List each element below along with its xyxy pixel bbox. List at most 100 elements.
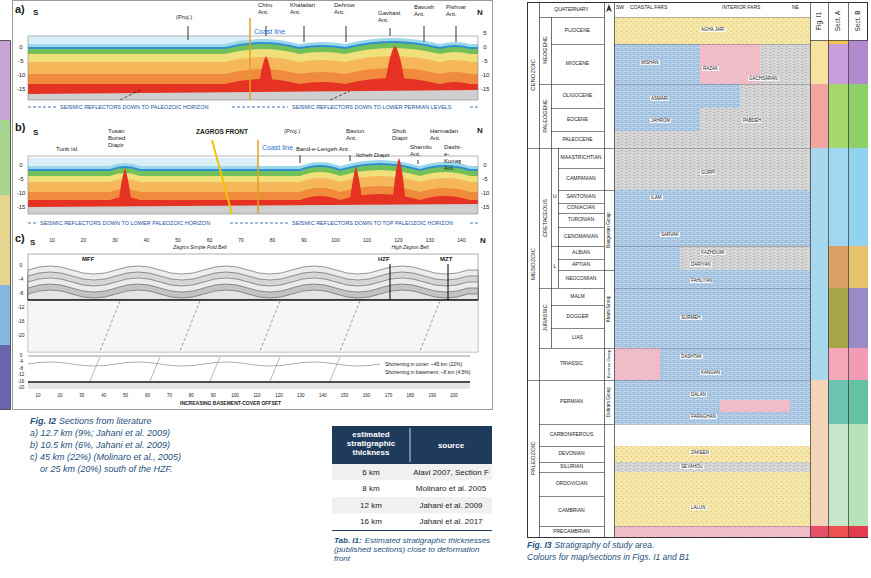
coast-line-label: Coast line	[254, 28, 285, 36]
section-a-drawing-part	[28, 56, 478, 100]
table-cell: 16 km	[332, 517, 410, 526]
table-cell: Molinaro et al. 2005	[410, 484, 492, 493]
formation-label: SURMEH	[680, 315, 702, 320]
formation-label: FAHLIYAN	[690, 278, 713, 283]
caption-text: Estimated stratigraphic thicknesses (pub…	[334, 536, 490, 563]
section-b-drawing-part	[257, 140, 259, 214]
figure-number: Fig. I3	[527, 540, 552, 550]
place-label: Tunb Isl.	[56, 146, 79, 152]
stage-label: EOCENE	[567, 116, 588, 122]
stage-label: CAMPANIAN	[566, 176, 595, 182]
depth-tick: -20	[17, 332, 24, 338]
direction-label: N	[477, 126, 483, 135]
map-edge-part	[0, 195, 10, 285]
caption-text: a) 12.7 km (9%; Jahani et al. 2009)	[30, 428, 170, 438]
group-label: Dehram Group	[606, 387, 611, 417]
table-header: source	[410, 441, 492, 450]
distance-tick: 100	[231, 393, 239, 398]
anticline-label: Bavion Ant.	[346, 128, 364, 141]
section-c-drawing-part	[28, 362, 380, 366]
caption-text: Sections from literature	[59, 416, 152, 426]
distance-tick: 50	[175, 237, 181, 243]
depth-tick: -4	[19, 359, 23, 364]
distance-tick: 100	[331, 238, 339, 244]
belt-label: High Zagros Belt	[391, 245, 428, 251]
stratigraphy-chart-part	[660, 348, 810, 380]
seismic-note: SEISMIC REFLECTORS DOWN TO LOWER PALEOZO…	[40, 220, 210, 226]
section-c-drawing-part	[28, 272, 478, 300]
depth-tick: -10	[481, 190, 490, 197]
panel-letter: b)	[15, 121, 25, 133]
diapir-label: Itcheh Diapir	[356, 152, 390, 159]
section-b-drawing-part	[392, 158, 406, 206]
stage-label: CONIACIAN	[567, 204, 595, 210]
stratigraphy-chart-part	[810, 526, 828, 537]
epoch-label: U	[553, 194, 557, 200]
stratigraphy-chart-part	[810, 380, 828, 526]
distance-tick: 30	[112, 237, 118, 243]
depth-tick: 0	[19, 44, 22, 50]
thickness-table-part	[410, 428, 411, 462]
stratigraphy-chart-part	[848, 348, 868, 380]
table-header: estimated stratigraphic thickness	[332, 430, 410, 458]
thickness-table-part	[332, 426, 492, 464]
stage-label: MAASTRICHTIAN	[561, 155, 602, 161]
stratigraphy-chart-part	[828, 288, 848, 348]
stratigraphy-chart-part	[848, 40, 868, 84]
stratigraphy-chart-part	[614, 190, 810, 246]
epoch-label: L	[553, 263, 556, 269]
distance-tick: 200	[450, 393, 458, 398]
depth-tick: 0	[20, 262, 23, 268]
stage-label: TURONIAN	[568, 217, 594, 223]
stage-label: MIOCENE	[566, 60, 589, 66]
table-cell: 16 km	[360, 517, 382, 526]
stratigraphy-chart-part	[614, 526, 810, 537]
stage-label: ORDOVICIAN	[556, 480, 588, 486]
caption-text: Stratigraphy of study area.	[555, 540, 655, 550]
section-c-drawing-part	[28, 356, 470, 357]
distance-tick: 50	[123, 393, 128, 398]
stage-label: NEOCOMIAN	[566, 275, 597, 281]
section-a-drawing-part	[28, 36, 478, 100]
depth-tick: 0	[483, 44, 486, 51]
direction-label: N	[480, 236, 486, 245]
formation-label: ILAM	[650, 195, 663, 200]
panel-letter: a)	[15, 3, 25, 15]
stratigraphy-chart-part	[810, 148, 828, 380]
stage-label: CARBONIFEROUS	[550, 432, 594, 438]
column-header: COASTAL FARS	[630, 5, 667, 11]
distance-tick: 20	[57, 393, 62, 398]
map-edge-part	[0, 40, 10, 120]
stage-label: OLIGOCENE	[563, 92, 593, 98]
stage-label: DOGGER	[566, 314, 588, 320]
stage-label: CONIACIAN	[567, 205, 595, 211]
fault-label: MZT	[440, 256, 452, 263]
stage-label: SILURIAN	[560, 463, 583, 469]
distance-tick: 20	[81, 238, 87, 244]
table-cell: 6 km	[362, 468, 379, 477]
section-a-drawing	[28, 18, 478, 107]
stratigraphy-chart-part	[828, 148, 848, 246]
formation-label: PABDEH	[742, 118, 762, 123]
group-label: Bangestan Group	[606, 212, 611, 247]
thickness-table-part	[332, 497, 492, 514]
section-b-drawing-part	[28, 156, 478, 214]
column-header: Fig. I1	[815, 12, 822, 30]
section-b-drawing-part	[212, 140, 232, 214]
depth-tick: -20	[17, 333, 24, 339]
fault-label: MFF	[82, 256, 94, 263]
anticline-label: Bavush Ant.	[414, 4, 434, 17]
front-label: ZAGROS FRONT	[196, 128, 248, 135]
map-edge-part	[0, 120, 10, 195]
distance-tick: 110	[363, 237, 371, 243]
anticline-label: Chiru Ant.	[258, 2, 272, 15]
anticline-label: Khalatlari Ant.	[290, 2, 315, 15]
stratigraphy-chart-part	[828, 44, 848, 84]
column-header: COASTAL FARS	[630, 4, 667, 10]
formation-label: DALAN	[690, 392, 707, 397]
distance-tick: 70	[167, 393, 172, 398]
depth-tick: 0	[483, 162, 486, 168]
figure-number: Fig. I2	[30, 416, 56, 426]
distance-tick: 100	[231, 393, 239, 398]
direction-label: S	[33, 128, 38, 137]
